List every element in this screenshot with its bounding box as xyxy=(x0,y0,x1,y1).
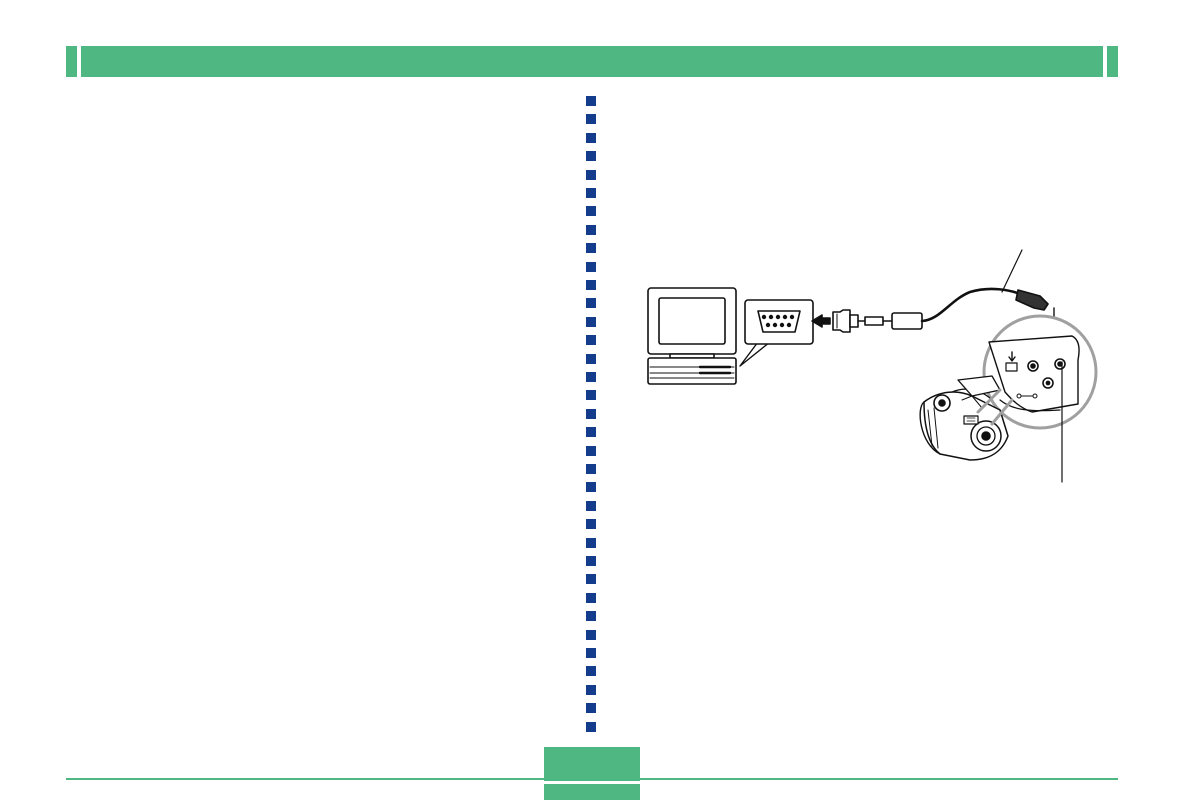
header-band-bar xyxy=(81,46,1103,77)
divider-dot xyxy=(586,703,596,713)
serial-port-icon xyxy=(744,299,814,345)
page-number-tab xyxy=(544,747,640,781)
divider-dot xyxy=(586,648,596,658)
divider-dot xyxy=(586,243,596,253)
divider-dot xyxy=(586,262,596,272)
digital-camera-icon xyxy=(919,375,1014,461)
divider-dot xyxy=(586,409,596,419)
divider-dot xyxy=(586,188,596,198)
computer-icon xyxy=(647,287,737,385)
divider-dot xyxy=(586,538,596,548)
divider-dot xyxy=(586,666,596,676)
divider-dot xyxy=(586,556,596,566)
header-band-left-cap xyxy=(66,46,77,77)
divider-dot xyxy=(586,317,596,327)
connection-illustration xyxy=(647,249,1098,483)
divider-dot xyxy=(586,170,596,180)
divider-dot xyxy=(586,133,596,143)
divider-dot xyxy=(586,372,596,382)
divider-dot xyxy=(586,519,596,529)
header-band-right-cap xyxy=(1107,46,1118,77)
header-band xyxy=(66,46,1118,77)
divider-dot xyxy=(586,446,596,456)
divider-dot xyxy=(586,96,596,106)
cable-connector-icon xyxy=(832,287,1022,333)
divider-dot xyxy=(586,482,596,492)
divider-dot xyxy=(586,630,596,640)
divider-dot xyxy=(586,722,596,732)
divider-dot xyxy=(586,335,596,345)
divider-dot xyxy=(586,225,596,235)
divider-dot xyxy=(586,280,596,290)
divider-dot xyxy=(586,501,596,511)
column-divider xyxy=(586,96,596,736)
divider-dot xyxy=(586,593,596,603)
divider-dot xyxy=(586,206,596,216)
divider-dot xyxy=(586,611,596,621)
page-number-tab-base xyxy=(544,784,640,800)
divider-dot xyxy=(586,354,596,364)
divider-dot xyxy=(586,390,596,400)
divider-dot xyxy=(586,464,596,474)
divider-dot xyxy=(586,151,596,161)
divider-dot xyxy=(586,114,596,124)
divider-dot xyxy=(586,298,596,308)
arrow-left-icon xyxy=(811,314,831,328)
divider-dot xyxy=(586,685,596,695)
divider-dot xyxy=(586,427,596,437)
divider-dot xyxy=(586,574,596,584)
